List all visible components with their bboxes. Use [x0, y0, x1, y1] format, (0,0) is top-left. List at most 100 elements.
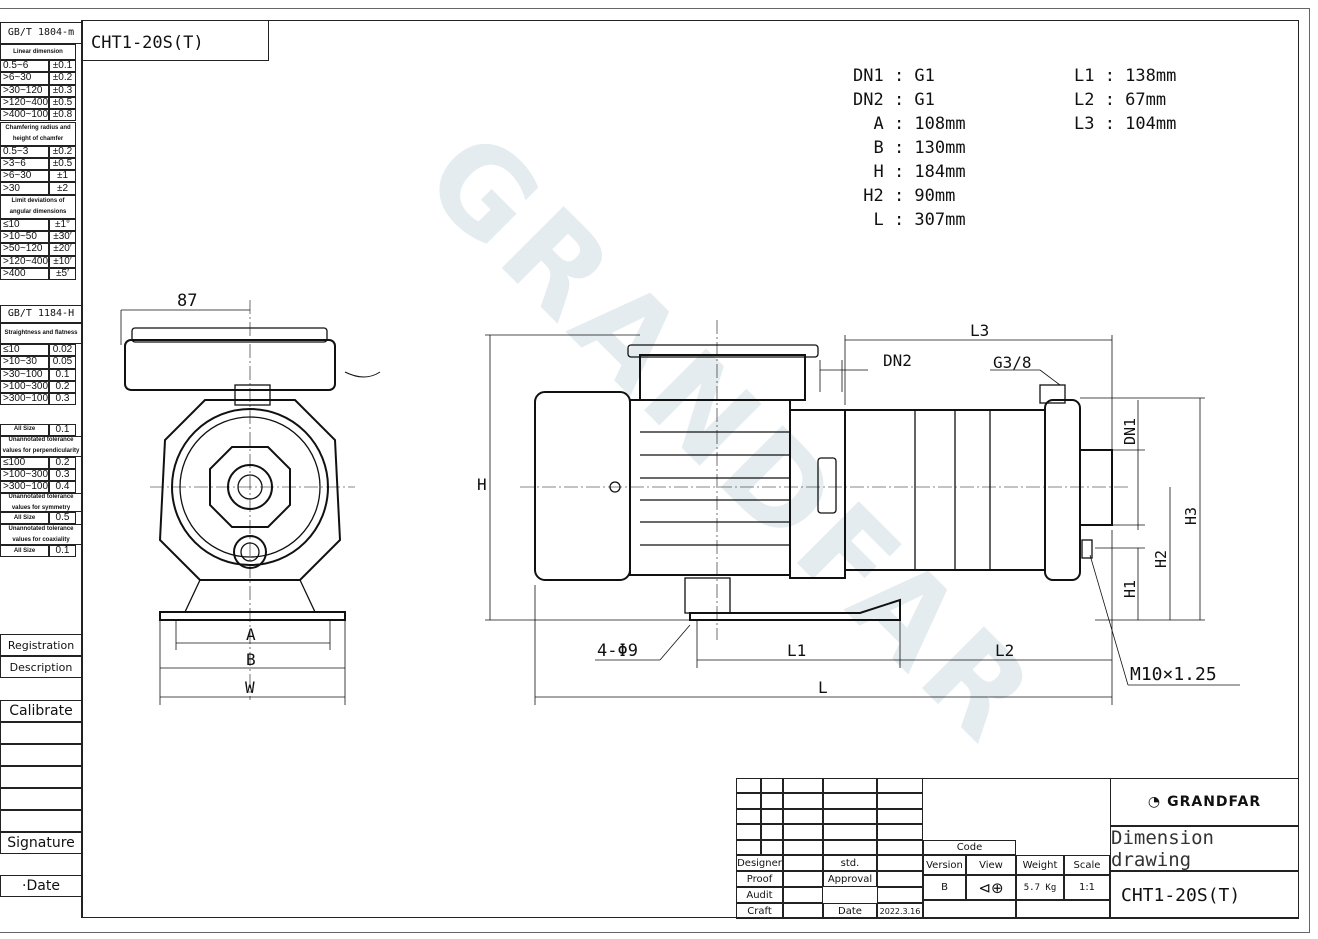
weight-label: Weight: [1016, 855, 1064, 875]
spec-a: A : 108mm: [853, 114, 966, 134]
version-value: B: [923, 875, 966, 900]
std-label: std.: [823, 855, 877, 871]
tolerance-range: >100~300: [0, 468, 49, 482]
spec-dn2: DN2 : G1: [853, 90, 935, 110]
tolerance-value: 0.02: [49, 344, 76, 357]
model-title-box: CHT1-20S(T): [82, 20, 269, 61]
projection-view-icon: ⊲⊕: [966, 875, 1016, 900]
title-block-cell: [877, 839, 923, 855]
title-block-cell: [877, 871, 923, 887]
dim-w: W: [245, 678, 255, 697]
side-view: H L L1 L2 L3 DN2 G3/8 DN1 H1 H2 H3 4-Φ9 …: [477, 320, 1240, 705]
tolerance-range: ≤10: [0, 218, 49, 231]
spec-l2: L2 : 67mm: [1074, 90, 1167, 110]
dim-h: H: [477, 475, 487, 494]
title-block-cell: [761, 824, 783, 840]
section-title: Chamfering radius and height of chamfer: [0, 121, 76, 146]
tolerance-value: ±0.5: [49, 157, 76, 171]
title-block-cell: [736, 839, 761, 855]
tolerance-value: 0.2: [49, 380, 76, 394]
registration-label: Registration: [0, 634, 82, 656]
title-block-cell: [736, 824, 761, 840]
brand-logo: ◔ GRANDFAR: [1110, 778, 1299, 826]
sheet-border: [0, 8, 1310, 933]
standard-title: GB/T 1184-H: [0, 305, 82, 323]
title-block-cell: [783, 808, 823, 825]
section-title: Unannotated tolerance values for symmetr…: [0, 493, 82, 513]
blank-row: [0, 766, 82, 788]
tolerance-value: ±0.3: [49, 84, 76, 97]
tolerance-value: ±10′: [49, 255, 76, 268]
scale-label: Scale: [1064, 855, 1110, 875]
description-label: Description: [0, 656, 82, 678]
tolerance-range: >120~400: [0, 255, 49, 268]
all-size-label: All Size: [0, 423, 49, 436]
spec-h: H : 184mm: [853, 162, 966, 182]
tolerance-range: >30~100: [0, 368, 49, 381]
spec-b: B : 130mm: [853, 138, 966, 158]
dim-h1: H1: [1121, 580, 1139, 598]
tolerance-value: 0.1: [49, 423, 76, 436]
dim-h3: H3: [1182, 507, 1200, 525]
doc-title: Dimension drawing: [1110, 826, 1299, 871]
front-view: 87 A B W: [120, 291, 381, 705]
title-block-cell: [783, 871, 823, 887]
title-block-cell: [877, 855, 923, 871]
date-label: ·Date: [0, 875, 82, 897]
title-block-cell: [877, 887, 923, 903]
title-block-cell: [783, 824, 823, 840]
spec-l3: L3 : 104mm: [1074, 114, 1177, 134]
tolerance-value: ±0.5: [49, 96, 76, 110]
title-block-cell: [823, 839, 877, 855]
blank-row: [0, 810, 82, 832]
calibrate-label: Calibrate: [0, 700, 82, 722]
tolerance-value: ±2: [49, 182, 76, 195]
title-block-cell: [736, 778, 761, 794]
proof-label: Proof: [736, 871, 783, 887]
title-block-cell: [823, 793, 877, 809]
tolerance-range: >6~30: [0, 170, 49, 183]
doc-model: CHT1-20S(T): [1110, 871, 1299, 919]
drawing-frame: [82, 20, 1299, 918]
dim-h2: H2: [1152, 550, 1170, 568]
tolerance-value: ±0.8: [49, 109, 76, 122]
tolerance-value: 0.4: [49, 481, 76, 494]
dim-dn1: DN1: [1121, 418, 1139, 445]
weight-value: 5.7 Kg: [1016, 875, 1064, 900]
brand-name: GRANDFAR: [1167, 794, 1262, 810]
spec-l: L : 307mm: [853, 210, 966, 230]
spec-dn1: DN1 : G1: [853, 66, 935, 86]
title-block-cell: [761, 808, 783, 825]
title-block-cell: [783, 855, 823, 871]
title-block-cell: [877, 824, 923, 840]
title-block-cell: [823, 824, 877, 840]
tolerance-range: >300~1000: [0, 481, 49, 494]
tolerance-range: >100~300: [0, 380, 49, 394]
dim-l2: L2: [995, 641, 1014, 660]
tolerance-range: >30~120: [0, 84, 49, 97]
title-block-cell: [783, 778, 823, 794]
title-block-cell: [783, 839, 823, 855]
dim-l: L: [818, 678, 828, 697]
tolerance-range: 0.5~6: [0, 60, 49, 73]
tolerance-value: ±1: [49, 170, 76, 183]
title-block-cell: [823, 808, 877, 825]
tolerance-range: >300~1000: [0, 393, 49, 406]
dim-b: B: [246, 650, 256, 669]
title-block-cell: [783, 903, 823, 919]
tolerance-value: 0.5: [49, 512, 76, 525]
section-title: Linear dimension: [0, 44, 76, 60]
title-block-cell: [783, 887, 823, 903]
tolerance-value: ±0.2: [49, 145, 76, 158]
left-column: [0, 20, 82, 918]
dim-l1: L1: [787, 641, 806, 660]
tolerance-range: >400: [0, 267, 49, 281]
dim-87: 87: [177, 291, 197, 311]
date-field-label: Date: [823, 903, 877, 919]
view-label: View: [966, 855, 1016, 875]
blank-row: [0, 722, 82, 744]
section-title: Unannotated tolerance values for perpend…: [0, 435, 82, 457]
tolerance-range: >30: [0, 182, 49, 195]
brand-icon: ◔: [1147, 794, 1162, 810]
tolerance-range: ≤10: [0, 344, 49, 357]
